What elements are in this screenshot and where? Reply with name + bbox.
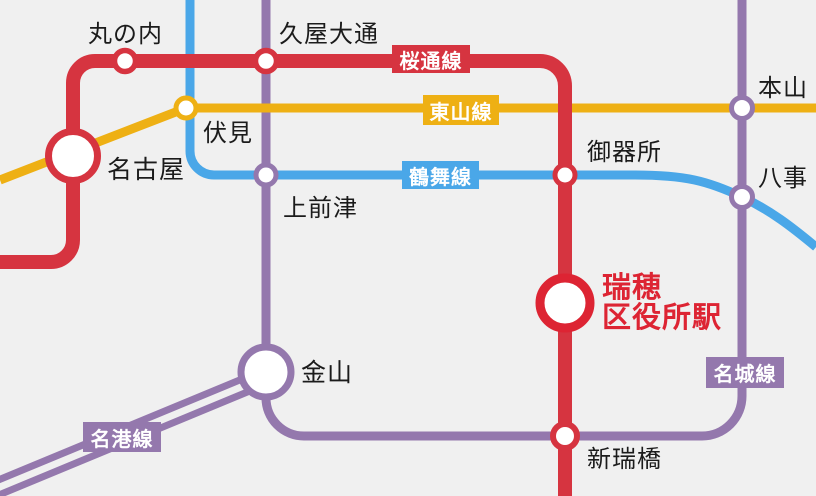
line-badge-sakuradori: 桜通線: [392, 45, 470, 73]
station-marker-kamimaezu: [253, 162, 279, 188]
station-marker-mizuho-kuyakusho: [535, 273, 595, 333]
station-label-yagoto: 八事: [758, 165, 808, 192]
station-marker-nagoya: [45, 128, 101, 184]
station-label-motoyama: 本山: [758, 75, 808, 102]
station-label-mizuho-line2: 区役所駅: [602, 302, 723, 335]
station-marker-marunouchi: [111, 47, 139, 75]
station-label-mizuho-line1: 瑞穂: [602, 272, 663, 304]
line-badge-meijo: 名城線: [706, 357, 784, 388]
station-label-marunouchi: 丸の内: [88, 21, 163, 48]
station-marker-gokiso: [552, 162, 578, 188]
station-label-hisaya-odori: 久屋大通: [279, 21, 379, 48]
meijo-line: [261, 0, 747, 441]
station-marker-aratamabashi: [550, 421, 580, 451]
station-marker-hisaya-odori: [252, 47, 280, 75]
station-marker-kanayama: [237, 343, 295, 401]
tsurumai-line: [185, 0, 816, 251]
line-badge-meiko: 名港線: [83, 422, 161, 452]
station-label-mizuho-kuyakusho: 瑞穂 区役所駅: [602, 273, 722, 334]
line-badge-higashiyama: 東山線: [423, 95, 499, 125]
station-label-aratamabashi: 新瑞橋: [587, 446, 662, 473]
station-marker-motoyama: [729, 95, 755, 121]
station-label-gokiso: 御器所: [587, 139, 662, 166]
station-label-kanayama: 金山: [301, 359, 354, 387]
station-label-kamimaezu: 上前津: [283, 195, 358, 222]
line-badge-tsurumai: 鶴舞線: [402, 161, 479, 189]
station-marker-fushimi: [173, 95, 199, 121]
station-label-fushimi: 伏見: [203, 120, 253, 147]
station-label-nagoya: 名古屋: [107, 156, 186, 184]
station-marker-yagoto: [729, 184, 755, 210]
sakuradori-line: [0, 54, 572, 496]
